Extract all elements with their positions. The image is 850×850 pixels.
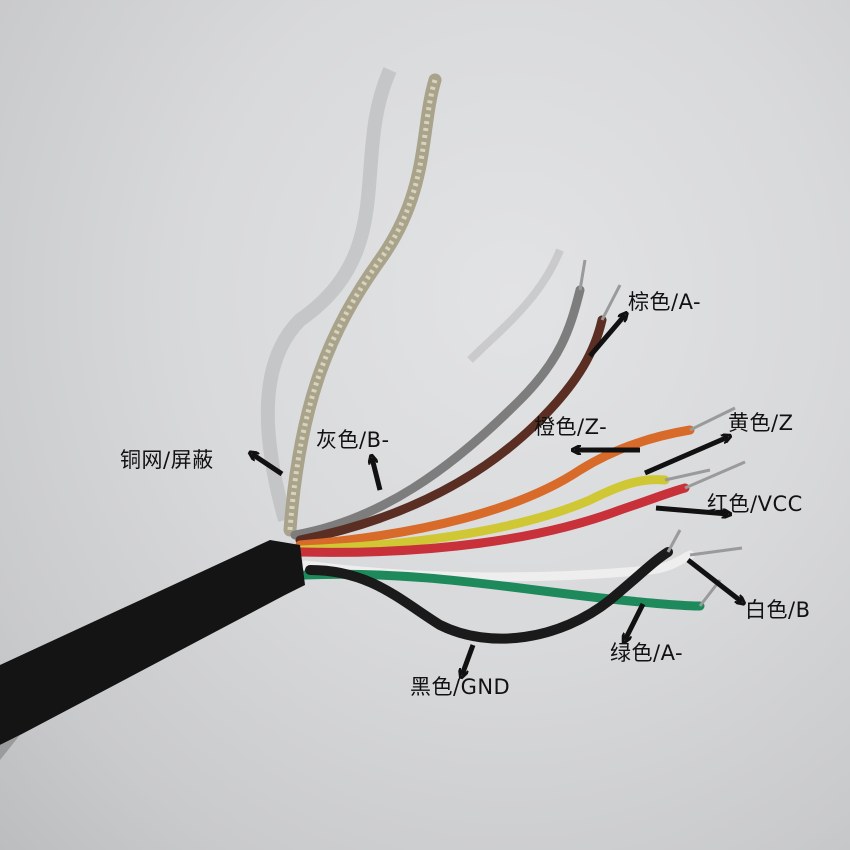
label-green: 绿色/A- [610,641,684,665]
shield-shadow [260,67,397,522]
arrow-black [462,644,476,675]
arrow-brown [588,315,625,358]
arrow-green [625,602,646,640]
wire-shadow [467,248,564,363]
wire-brown [295,315,607,545]
wire-brown-tip [600,284,622,321]
label-red: 红色/VCC [707,492,803,516]
arrow-red [655,505,728,514]
wire-yellow-tip [664,468,711,482]
wire-red [295,483,690,557]
arrow-white [686,558,742,602]
cable-jacket [0,540,305,745]
wire-gray [290,285,585,540]
wire-black [305,547,673,644]
shield-braid-highlight [287,79,438,531]
label-black: 黑色/GND [410,675,511,699]
wire-black-tip [666,529,682,553]
wire-red-tip [684,460,746,490]
arrow-gray [372,458,383,491]
cable-jacket-end [0,735,20,760]
arrow-shield [252,454,284,477]
wire-orange [295,425,695,550]
label-yellow: 黄色/Z [728,411,794,435]
wire-white-tip [689,546,743,557]
label-white: 白色/B [745,598,811,622]
wire-green [300,569,705,611]
label-gray: 灰色/B- [316,428,390,452]
wire-gray-tip [578,259,587,291]
wire-orange-tip [689,406,736,432]
label-orange: 橙色/Z- [534,415,608,439]
wire-yellow [295,475,670,555]
arrow-yellow [644,437,728,476]
label-brown: 棕色/A- [628,290,702,314]
label-shield: 铜网/屏蔽 [120,448,214,472]
